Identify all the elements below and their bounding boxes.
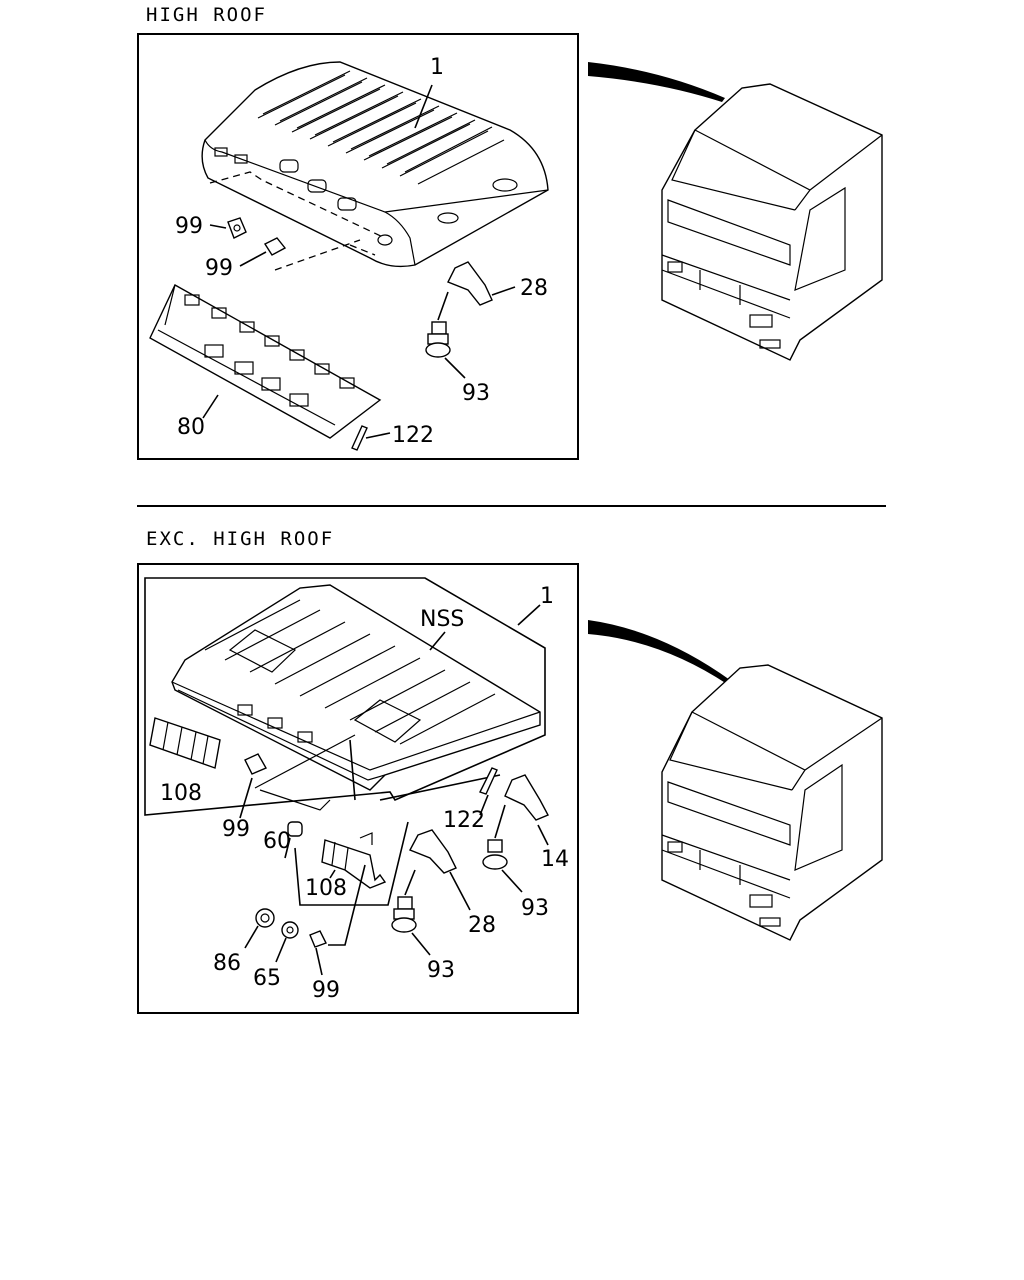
part-label-14: 14 — [541, 847, 569, 872]
leader-line — [349, 739, 501, 801]
diagram-frame-exc-high-roof — [137, 563, 579, 1014]
part-label-99: 99 — [222, 817, 250, 842]
bracket-108 — [321, 832, 387, 889]
part-label-93: 93 — [521, 896, 549, 921]
bracket-108 — [149, 717, 221, 769]
hinge-bracket-28 — [447, 261, 516, 306]
part-label-99: 99 — [312, 978, 340, 1003]
hinge-bracket-28 — [409, 829, 471, 911]
diagram-frame-high-roof — [137, 33, 579, 460]
leader-line — [429, 604, 541, 651]
part-label-1: 1 — [540, 584, 554, 609]
part-label-93: 93 — [427, 958, 455, 983]
section-divider — [137, 505, 886, 507]
part-label-86: 86 — [213, 951, 241, 976]
flange-bolt-93 — [425, 291, 466, 379]
part-label-108: 108 — [305, 876, 347, 901]
hinge-bracket-14 — [504, 774, 549, 846]
roof-panel-high — [201, 61, 549, 268]
washer-65 — [275, 921, 299, 963]
square-nut-99 — [309, 930, 327, 976]
part-label-28: 28 — [468, 913, 496, 938]
part-label-60: 60 — [263, 829, 291, 854]
square-nut-99 — [209, 217, 247, 239]
part-label-122: 122 — [443, 808, 485, 833]
part-label-99: 99 — [175, 214, 203, 239]
part-label-28: 28 — [520, 276, 548, 301]
square-nut-99 — [239, 237, 287, 267]
leader-line — [414, 84, 433, 129]
leader-line — [328, 864, 366, 946]
part-label-1: 1 — [430, 55, 444, 80]
part-label-nss: NSS — [420, 607, 464, 632]
callout-boundary — [294, 821, 409, 906]
square-nut-99 — [239, 753, 267, 819]
callout-boundary — [144, 577, 546, 816]
cab-illustration-standard-roof — [588, 620, 883, 941]
part-label-122: 122 — [392, 423, 434, 448]
washer-86 — [244, 908, 275, 949]
part-label-93: 93 — [462, 381, 490, 406]
part-label-108: 108 — [160, 781, 202, 806]
flange-bolt-93 — [482, 804, 523, 893]
roof-trim-80 — [149, 284, 382, 439]
grommet-60 — [284, 821, 303, 859]
cab-illustration-high-roof — [588, 62, 883, 361]
pin-122 — [351, 425, 391, 451]
part-label-99: 99 — [205, 256, 233, 281]
leader-line — [254, 734, 356, 811]
part-label-65: 65 — [253, 966, 281, 991]
section-heading-high-roof: HIGH ROOF — [146, 4, 267, 26]
roof-panel-standard — [171, 584, 541, 791]
part-label-80: 80 — [177, 415, 205, 440]
flange-bolt-93 — [391, 869, 431, 956]
section-heading-exc-high-roof: EXC. HIGH ROOF — [146, 528, 335, 550]
pin-122 — [479, 767, 498, 816]
